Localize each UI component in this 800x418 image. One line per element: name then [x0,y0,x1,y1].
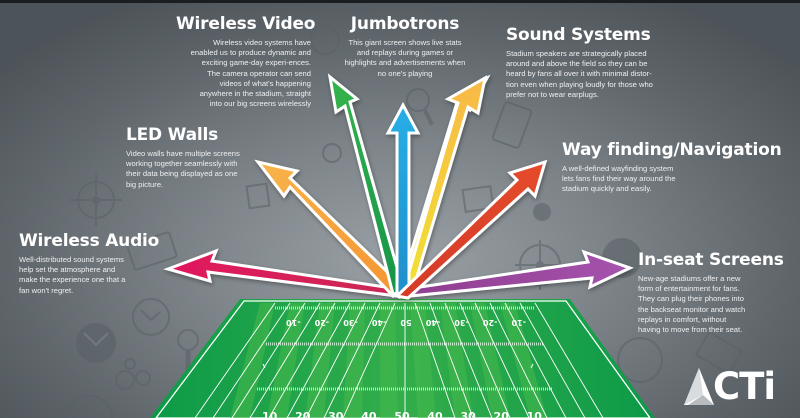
feature-sound-systems: Sound Systems Stadium speakers are strat… [506,25,654,100]
yard-number: -10 [511,318,526,327]
yard-number: 10 [526,410,542,418]
feature-description: Stadium speakers are strategically place… [506,49,653,99]
feature-title: LED Walls [126,125,219,145]
feature-led-walls: LED Walls Video walls have multiple scre… [126,125,244,190]
feature-title: Way finding/Navigation [562,140,782,160]
yard-number: 40 [427,410,443,418]
arrow-wireless-video [327,73,406,296]
feature-jumbotrons: Jumbotrons This giant screen shows live … [342,14,468,79]
arrow-led-walls [254,159,407,298]
yard-number: -20 [314,318,330,327]
acti-logo-mark [684,368,714,405]
feature-description: Wireless video systems have enabled us t… [190,38,311,109]
football-field [150,299,655,418]
yard-number: 50 [400,318,412,327]
yard-number: 10 [262,410,278,418]
arrow-wireless-audio [163,248,407,299]
yard-number: -30 [454,318,469,327]
yard-number: -40 [425,318,441,327]
feature-description: Video walls have multiple screens workin… [126,149,240,189]
feature-title: In-seat Screens [638,250,784,270]
feature-title: Sound Systems [506,25,651,45]
feature-description: A well-defined wayfinding system lets fa… [562,164,676,194]
arrow-jumbotrons [385,101,421,296]
yard-numbers-top: -10 -20 -30 -40 50 -40 -30 -20 -10 [286,318,526,327]
feature-wireless-audio: Wireless Audio Well-distributed sound sy… [19,231,160,296]
yard-number: -10 [286,318,301,327]
feature-title: Wireless Video [176,14,316,34]
yard-number: 50 [394,410,410,418]
yard-number: -40 [371,318,387,327]
acti-logo-text: CTi [713,365,776,408]
feature-description: Well-distributed sound systems help set … [19,255,126,295]
arrow-way-finding [393,159,548,300]
yard-number: -20 [482,318,498,327]
arrows [163,73,634,300]
yard-number: 40 [361,410,377,418]
yard-numbers-bottom: 10 20 30 40 50 40 30 20 10 [262,410,542,418]
arrow-in-seat-screens [398,249,634,299]
feature-way-finding: Way finding/Navigation A well-defined wa… [562,140,782,195]
feature-in-seat-screens: In-seat Screens New-age stadiums offer a… [638,250,788,335]
feature-description: New-age stadiums offer a new form of ent… [638,274,746,335]
feature-description: This giant screen shows live stats and r… [344,38,466,78]
feature-title: Wireless Audio [19,231,160,251]
yard-number: 20 [493,410,509,418]
yard-number: 30 [460,410,476,418]
feature-title: Jumbotrons [350,14,460,34]
feature-wireless-video: Wireless Video Wireless video systems ha… [176,14,316,109]
yard-number: 30 [328,410,344,418]
yard-number: -30 [343,318,358,327]
yard-number: 20 [295,410,311,418]
top-border [0,0,800,3]
